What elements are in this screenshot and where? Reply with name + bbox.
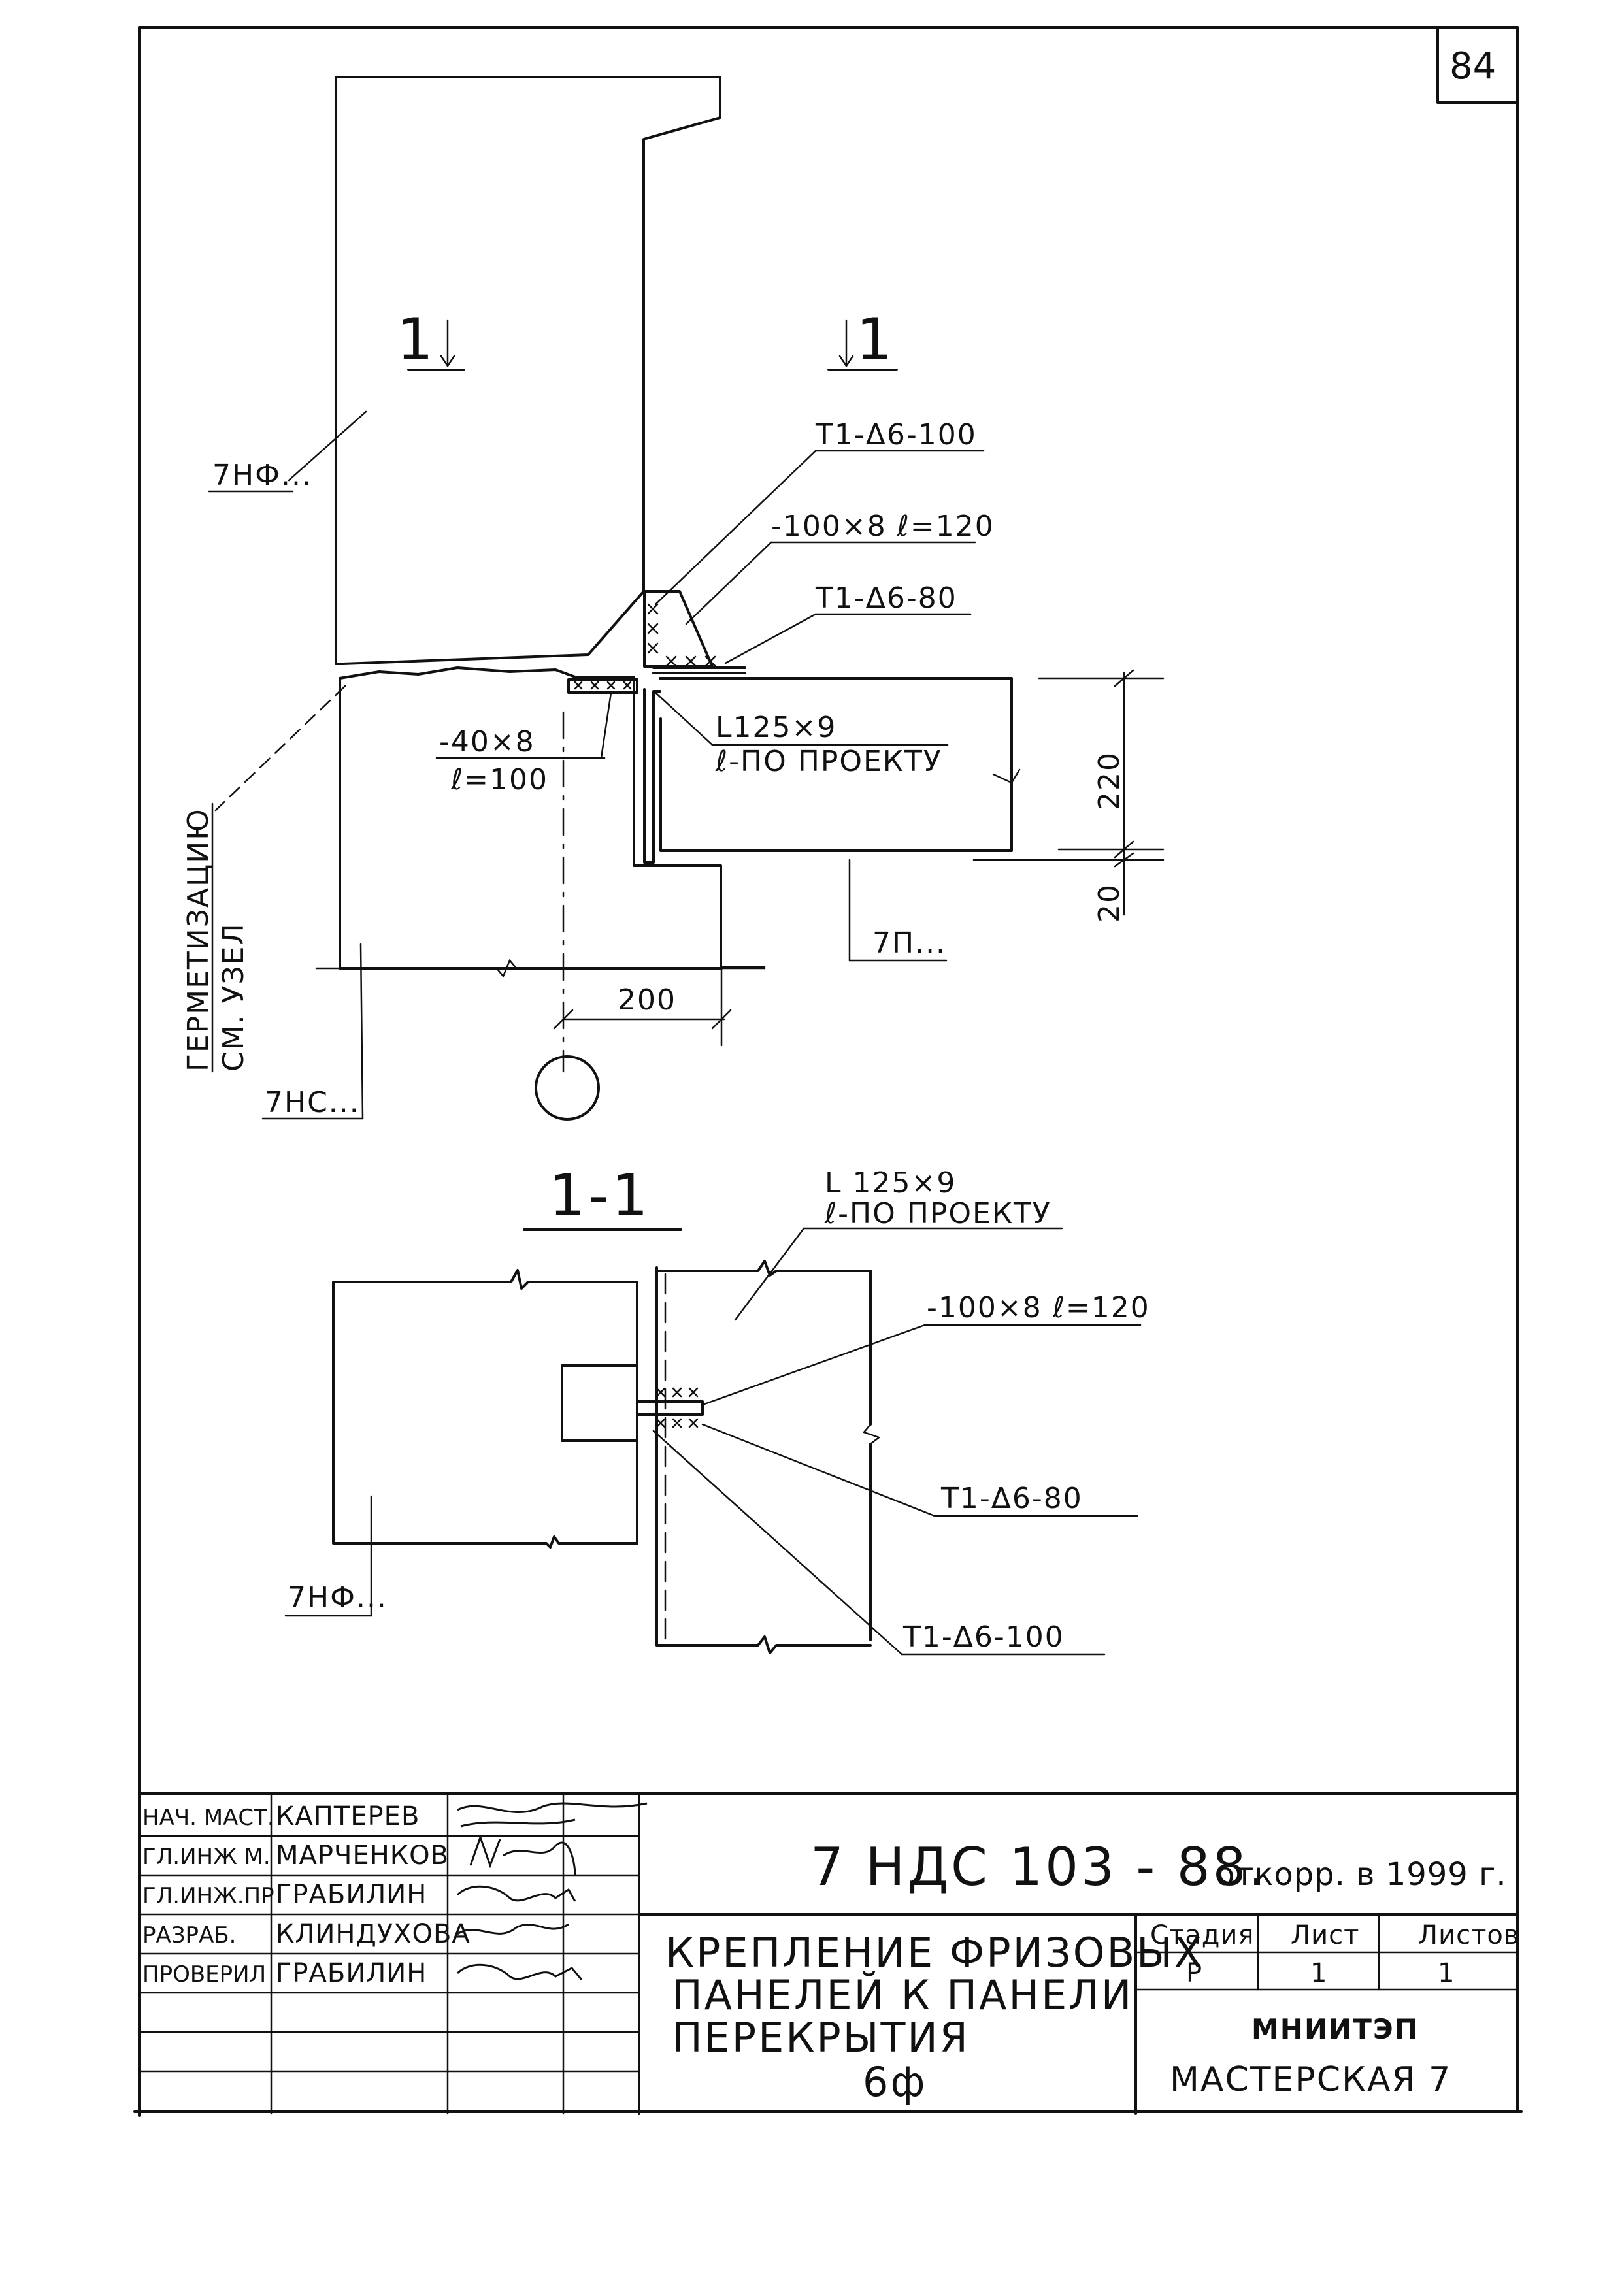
leader-floor-panel: 7П... bbox=[848, 859, 948, 962]
weld-marks-2 bbox=[574, 681, 632, 690]
label-wall-panel: 7НС... bbox=[265, 1086, 360, 1119]
section-marker-left: 1 bbox=[397, 306, 465, 373]
label-weld-2: Т1-Δ6-80 bbox=[815, 582, 957, 615]
section-leader-weld-1: Т1-Δ6-80 bbox=[701, 1423, 1138, 1517]
dim-200-label: 200 bbox=[618, 983, 676, 1017]
dim-20-label: 20 bbox=[1093, 883, 1126, 923]
leader-weld-2: Т1-Δ6-80 bbox=[724, 582, 972, 664]
section-weld-marks bbox=[655, 1387, 699, 1428]
sig-name-1: КАПТЕРЕВ bbox=[276, 1801, 420, 1831]
label-angle: L125×9 bbox=[716, 711, 836, 744]
section-leader-weld-2: Т1-Δ6-100 bbox=[652, 1430, 1106, 1656]
title-block: НАЧ. МАСТ. КАПТЕРЕВ ГЛ.ИНЖ М. МАРЧЕНКОВ … bbox=[138, 1792, 1519, 2115]
section-embedded-block bbox=[561, 1364, 638, 1442]
label-plate-1: -100×8 ℓ=120 bbox=[771, 510, 995, 543]
steel-plate-100 bbox=[567, 678, 638, 694]
sheet-frame bbox=[133, 26, 1523, 2117]
sheet-value: 1 bbox=[1310, 1958, 1327, 1988]
wall-panel-outline bbox=[339, 677, 723, 970]
section-leader-plate: -100×8 ℓ=120 bbox=[701, 1291, 1150, 1406]
doc-title-line-1: КРЕПЛЕНИЕ ФРИЗОВЫХ bbox=[665, 1929, 1204, 1976]
sheets-header: Листов bbox=[1418, 1920, 1519, 1950]
stage-header: Стадия bbox=[1150, 1920, 1254, 1950]
node-detail-view: 200 220 20 1 1 bbox=[182, 76, 1165, 1121]
workshop-name: МАСТЕРСКАЯ 7 bbox=[1170, 2060, 1451, 2099]
steel-angle bbox=[643, 688, 661, 864]
label-angle-length: ℓ-ПО ПРОЕКТУ bbox=[715, 745, 942, 778]
label-sealing-a: ГЕРМЕТИЗАЦИЮ bbox=[182, 808, 215, 1072]
label-weld-1: Т1-Δ6-100 bbox=[815, 418, 977, 451]
section-leader-frieze: 7НФ... bbox=[284, 1495, 388, 1617]
section-label-plate: -100×8 ℓ=120 bbox=[927, 1291, 1150, 1324]
section-marker-right: 1 bbox=[827, 306, 898, 373]
handwritten-signatures bbox=[456, 1802, 648, 1980]
dimension-220: 220 20 bbox=[972, 669, 1165, 923]
leader-frieze-panel: 7НФ... bbox=[208, 410, 367, 493]
axis-marker-circle bbox=[535, 1055, 600, 1121]
section-label-angle-length: ℓ-ПО ПРОЕКТУ bbox=[824, 1197, 1051, 1230]
doc-title-line-3: ПЕРЕКРЫТИЯ bbox=[672, 2014, 970, 2061]
section-label-weld-1: Т1-Δ6-80 bbox=[940, 1482, 1083, 1515]
weld-marks-1 bbox=[647, 603, 716, 667]
label-sealing-b: СМ. УЗЕЛ bbox=[217, 922, 250, 1072]
section-title: 1-1 bbox=[549, 1162, 651, 1229]
section-leader-angle: L 125×9 ℓ-ПО ПРОЕКТУ bbox=[734, 1166, 1063, 1321]
floor-panel-outline bbox=[659, 677, 1013, 852]
signature-rows: НАЧ. МАСТ. КАПТЕРЕВ ГЛ.ИНЖ М. МАРЧЕНКОВ … bbox=[142, 1801, 471, 1988]
label-frieze-panel: 7НФ... bbox=[212, 459, 312, 492]
page-number-box: 84 bbox=[1436, 26, 1519, 104]
section-label-angle: L 125×9 bbox=[825, 1166, 956, 1200]
doc-title-line-4: 6ф bbox=[863, 2058, 927, 2106]
stage-value: Р bbox=[1186, 1958, 1202, 1988]
section-label-weld-2: Т1-Δ6-100 bbox=[902, 1620, 1065, 1654]
section-label-frieze: 7НФ... bbox=[288, 1581, 388, 1615]
sig-name-3: ГРАБИЛИН bbox=[276, 1880, 427, 1910]
dimension-200: 200 bbox=[553, 967, 732, 1047]
leader-plate-2: -40×8 ℓ=100 bbox=[435, 691, 612, 796]
document-note: откорр. в 1999 г. bbox=[1216, 1856, 1507, 1893]
leader-sealing: ГЕРМЕТИЗАЦИЮ СМ. УЗЕЛ bbox=[182, 685, 346, 1073]
section-frieze-panel bbox=[332, 1269, 638, 1549]
section-marker-left-label: 1 bbox=[397, 306, 436, 373]
leader-weld-1: Т1-Δ6-100 bbox=[654, 418, 985, 606]
label-floor-panel: 7П... bbox=[872, 927, 946, 960]
leader-angle: L125×9 ℓ-ПО ПРОЕКТУ bbox=[654, 691, 949, 778]
sig-name-4: КЛИНДУХОВА bbox=[276, 1919, 471, 1949]
page-number: 84 bbox=[1449, 45, 1496, 88]
label-plate-2-a: -40×8 bbox=[439, 725, 535, 759]
sig-role-4: РАЗРАБ. bbox=[142, 1922, 236, 1948]
sig-name-5: ГРАБИЛИН bbox=[276, 1958, 427, 1988]
frieze-panel-outline bbox=[335, 76, 721, 665]
sheets-value: 1 bbox=[1438, 1958, 1455, 1988]
sig-role-1: НАЧ. МАСТ. bbox=[142, 1805, 274, 1831]
sheet-header: Лист bbox=[1291, 1920, 1359, 1950]
section-plate bbox=[636, 1400, 704, 1416]
section-1-1-view: 1-1 L 125×9 ℓ-ПО ПРОЕКТУ bbox=[284, 1162, 1150, 1656]
doc-title-line-2: ПАНЕЛЕЙ К ПАНЕЛИ bbox=[672, 1971, 1133, 2019]
sig-role-5: ПРОВЕРИЛ bbox=[142, 1961, 266, 1988]
document-code: 7 НДС 103 - 88. bbox=[810, 1837, 1268, 1897]
label-plate-2-b: ℓ=100 bbox=[450, 763, 548, 796]
steel-plate-120 bbox=[643, 590, 714, 668]
sig-name-2: МАРЧЕНКОВ bbox=[276, 1841, 449, 1871]
section-marker-right-label: 1 bbox=[856, 306, 895, 373]
leader-wall-panel: 7НС... bbox=[261, 943, 364, 1120]
sig-role-2: ГЛ.ИНЖ М. bbox=[142, 1844, 271, 1870]
sig-role-3: ГЛ.ИНЖ.ПР bbox=[142, 1883, 274, 1909]
wall-panel-top bbox=[339, 666, 635, 680]
organization-name: МНИИТЭП bbox=[1251, 2013, 1419, 2045]
dim-220-label: 220 bbox=[1093, 751, 1126, 810]
leader-plate-1: -100×8 ℓ=120 bbox=[685, 510, 995, 625]
